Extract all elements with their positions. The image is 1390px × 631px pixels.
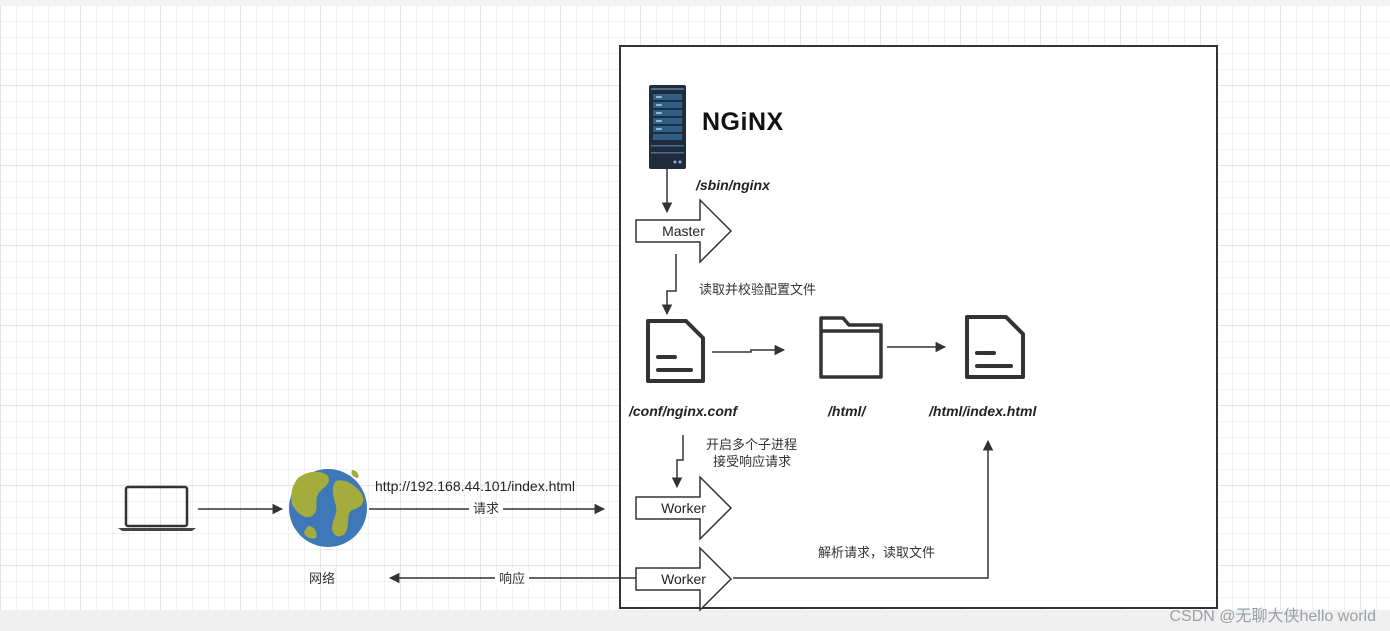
laptop-icon [118,485,196,531]
server-icon [649,85,686,169]
nginx-logo: NGiNX [702,108,784,136]
request-label: 请求 [469,501,504,517]
csdn-watermark: CSDN @无聊大侠hello world [1169,608,1376,625]
conf-to-worker-arrow [671,435,684,489]
network-label: 网络 [309,571,336,586]
globe-icon [289,469,367,547]
worker-label-1: Worker [661,500,706,516]
parse-request-arrow [733,439,994,579]
master-to-conf-arrow [661,254,677,316]
conf-to-folder-arrow [712,344,786,356]
spawn-workers-label-line2: 接受响应请求 [713,454,792,469]
worker-arrow-shape-1 [635,475,733,541]
parse-request-label: 解析请求，读取文件 [818,545,936,560]
worker-label-2: Worker [661,571,706,587]
top-strip [0,0,1390,6]
response-label: 响应 [495,571,530,587]
html-path-label: /html/ [828,403,866,419]
bottom-strip [0,610,1390,631]
worker-arrow-shape-2 [635,546,733,612]
nginx-boundary [619,45,1218,609]
sbin-path-label: /sbin/nginx [696,177,770,193]
read-config-label: 读取并校验配置文件 [699,282,817,297]
master-label: Master [662,223,705,239]
folder-icon [819,316,883,379]
file-icon [965,315,1025,379]
master-arrow-shape [635,198,733,264]
request-url-label: http://192.168.44.101/index.html [375,478,576,494]
spawn-workers-label-line1: 开启多个子进程 [706,437,798,452]
conf-path-label: /conf/nginx.conf [629,403,738,419]
file-icon [646,319,705,383]
index-path-label: /html/index.html [929,403,1037,419]
